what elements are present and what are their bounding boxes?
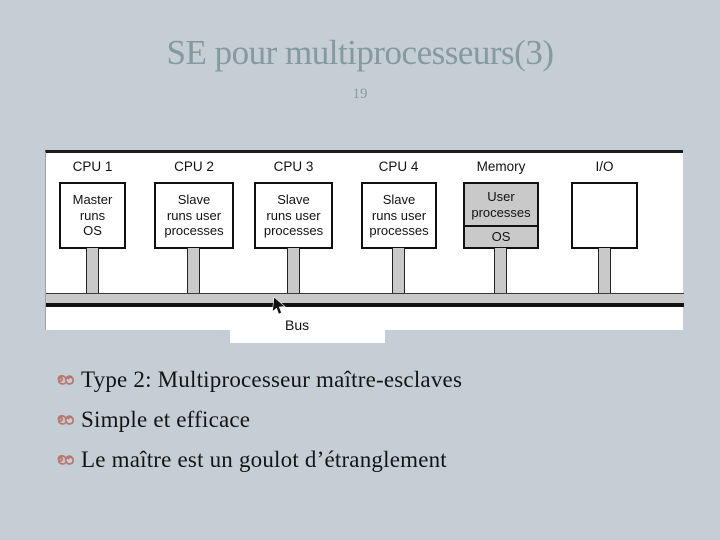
bullet-text: Le maître est un goulot d’étranglement	[81, 447, 447, 472]
cpu1-line: OS	[83, 223, 102, 239]
cpu3-line: runs user	[266, 207, 321, 223]
mouse-pointer-icon	[272, 297, 286, 315]
io-bus-connector	[598, 248, 611, 294]
cpu1-bus-connector	[86, 248, 99, 294]
list-item: Type 2: Multiprocesseur maître-esclaves	[54, 360, 674, 400]
cpu3-line: Slave	[277, 192, 310, 208]
page-number: 19	[352, 86, 368, 102]
memory-os-label: OS	[491, 229, 511, 245]
bullet-list: Type 2: Multiprocesseur maître-esclaves …	[54, 360, 674, 480]
cpu4-label: CPU 4	[378, 159, 419, 174]
memory-user-section: User processes	[465, 184, 537, 227]
cpu3-label: CPU 3	[273, 159, 314, 174]
cpu3-line: processes	[263, 223, 324, 239]
list-item: Le maître est un goulot d’étranglement	[54, 440, 674, 480]
cpu4-box: Slave runs user processes	[361, 182, 437, 249]
io-label: I/O	[595, 159, 614, 174]
slide-title: SE pour multiprocesseurs(3)	[166, 33, 554, 72]
ribbon-bullet-icon	[57, 414, 75, 425]
cpu4-bus-connector	[392, 248, 405, 294]
bus-bar	[46, 293, 684, 303]
bus-line	[46, 303, 684, 307]
cpu1-line: runs	[79, 207, 106, 223]
cpu2-bus-connector	[187, 248, 200, 294]
bus-label: Bus	[285, 317, 310, 333]
memory-box: User processes OS	[463, 182, 539, 249]
cpu2-line: runs user	[166, 207, 222, 223]
bullet-text: Type 2: Multiprocesseur maître-esclaves	[81, 367, 463, 392]
bullet-text: Simple et efficace	[81, 407, 251, 432]
memory-user-line: User	[487, 189, 515, 204]
cpu2-line: processes	[164, 223, 224, 239]
cpu4-line: Slave	[382, 192, 416, 208]
cpu2-box: Slave runs user processes	[154, 182, 234, 249]
ribbon-bullet-icon	[57, 454, 75, 465]
cpu1-box: Master runs OS	[59, 182, 126, 249]
cpu1-label: CPU 1	[72, 159, 113, 174]
memory-bus-connector	[494, 248, 507, 294]
multiprocessor-diagram: CPU 1 CPU 2 CPU 3 CPU 4 Memory I/O Maste…	[45, 150, 684, 343]
cpu3-box: Slave runs user processes	[254, 182, 333, 249]
ribbon-bullet-icon	[57, 374, 75, 385]
io-box	[571, 182, 638, 249]
memory-user-line: processes	[471, 204, 531, 220]
memory-os-section: OS	[465, 227, 537, 247]
list-item: Simple et efficace	[54, 400, 674, 440]
cpu2-line: Slave	[177, 192, 211, 208]
memory-label: Memory	[476, 159, 526, 174]
cpu3-bus-connector	[287, 248, 300, 294]
diagram-canvas: CPU 1 CPU 2 CPU 3 CPU 4 Memory I/O Maste…	[45, 150, 684, 330]
cpu4-line: runs user	[371, 207, 427, 223]
cpu2-label: CPU 2	[174, 159, 214, 174]
cpu4-line: processes	[369, 223, 429, 239]
bus-label-tab	[230, 330, 385, 343]
cpu1-line: Master	[72, 192, 113, 208]
